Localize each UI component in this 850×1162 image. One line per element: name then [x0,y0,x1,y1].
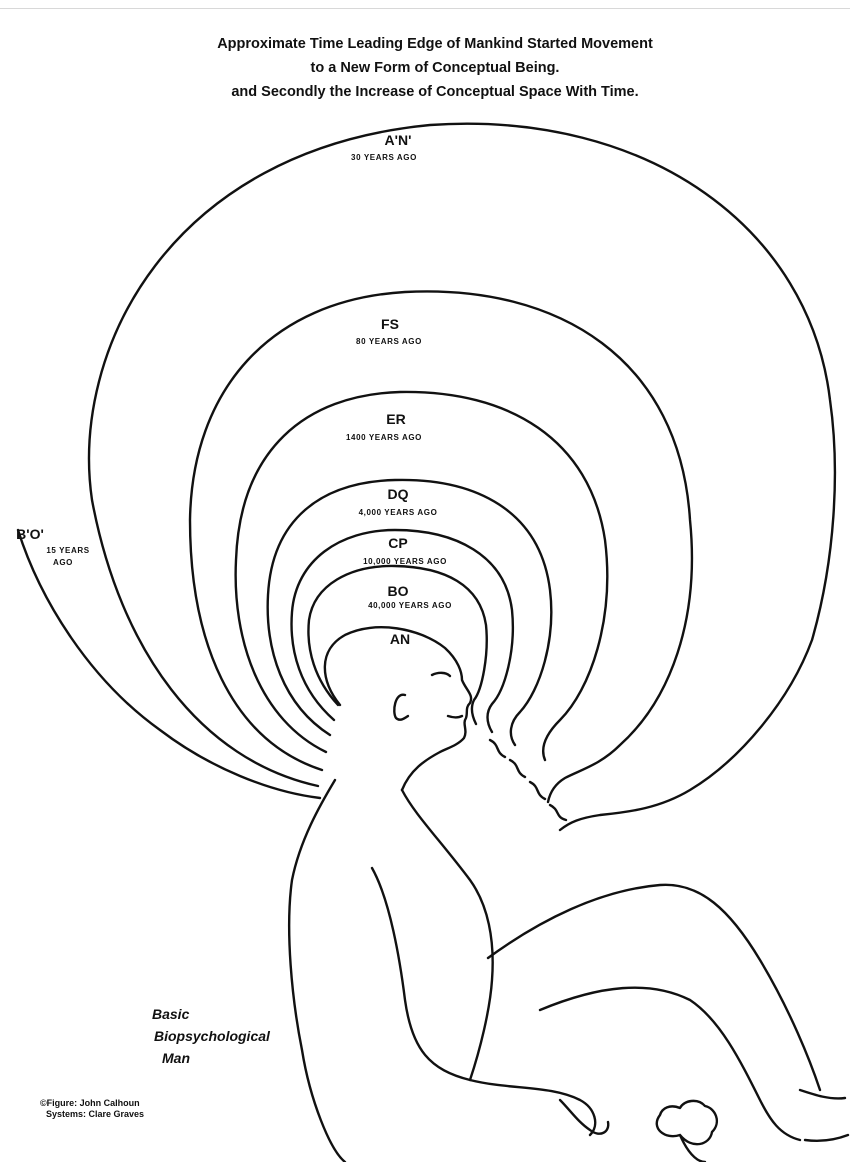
credit-figure: ©Figure: John Calhoun [40,1098,144,1109]
label-bo-time: 40,000 YEARS AGO [368,601,452,610]
label-bo-prime: B'O' [16,526,44,542]
foot [800,1090,848,1141]
label-cp-time: 10,000 YEARS AGO [363,557,447,566]
hand [560,1100,608,1134]
arc-fs [190,291,692,802]
lower-leg [540,988,800,1140]
caption: Basic Biopsychological Man [152,1003,270,1069]
label-an: AN [390,631,410,647]
label-bo-prime-time-2: AGO [53,558,73,567]
credits: ©Figure: John Calhoun Systems: Clare Gra… [40,1098,144,1120]
label-dq-time: 4,000 YEARS AGO [359,508,438,517]
label-an-prime: A'N' [385,132,412,148]
arc-an-prime [89,124,835,830]
caption-line-3: Man [152,1047,270,1069]
label-bo-prime-time-1: 15 YEARS [46,546,89,555]
arc-er [236,392,608,760]
flower [657,1101,717,1162]
torso [289,780,345,1162]
credit-systems: Systems: Clare Graves [40,1109,144,1120]
label-cp: CP [388,535,407,551]
label-fs: FS [381,316,399,332]
label-fs-time: 80 YEARS AGO [356,337,422,346]
caption-line-1: Basic [152,1003,270,1025]
label-an-prime-time: 30 YEARS AGO [351,153,417,162]
back-shoulder [402,790,493,1080]
head-outline [325,627,471,790]
ear [394,695,408,720]
eye [432,673,450,676]
upper-leg [488,885,820,1090]
mouth [448,716,462,718]
label-er: ER [386,411,405,427]
wavy-lines [490,740,566,820]
arc-bo-prime [18,530,320,798]
label-bo: BO [388,583,409,599]
caption-line-2: Biopsychological [152,1025,270,1047]
label-er-time: 1400 YEARS AGO [346,433,422,442]
label-dq: DQ [388,486,409,502]
